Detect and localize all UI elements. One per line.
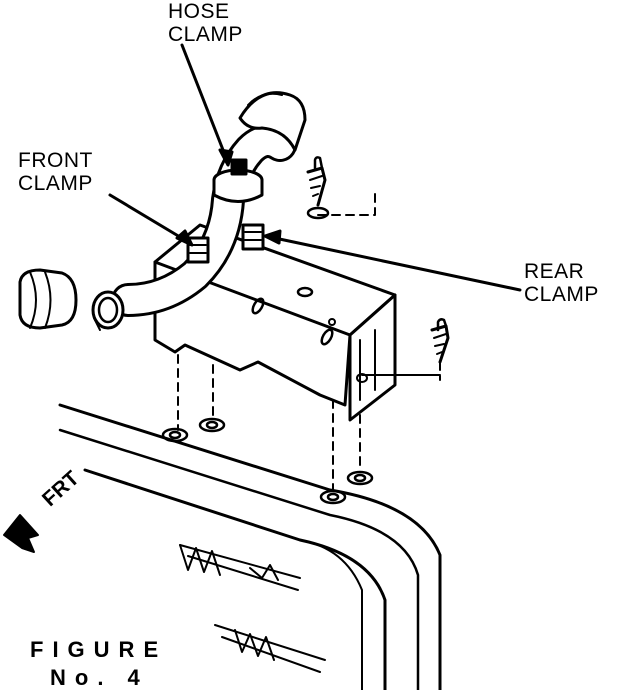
hose-clamp-leader [180,43,227,157]
hose-clamp-arrowhead [218,148,234,167]
alignment-lines [177,189,441,491]
rear-clamp-label: REAR CLAMP [524,260,599,306]
hose [91,91,307,331]
rear-clamp-graphic [241,223,265,251]
rear-clamp-leader [268,235,522,292]
mount-grommets [161,417,374,505]
hose-clamp-label-line1: HOSE [168,0,230,23]
front-clamp-label: FRONT CLAMP [18,149,93,195]
front-direction-arrow [3,514,39,553]
hose-clamp-graphic [212,158,264,203]
figure-caption-line1: FIGURE [30,637,168,662]
hose-clamp-label: HOSE CLAMP [168,0,243,46]
rear-clamp-label-line2: CLAMP [524,283,599,306]
screw-upper [306,156,330,220]
front-clamp-label-line1: FRONT [18,149,93,172]
leader-lines [108,43,522,292]
hose-cap [18,268,78,330]
hose-clamp-label-line2: CLAMP [168,23,243,46]
front-clamp-label-line2: CLAMP [18,172,93,195]
front-clamp-leader [108,193,187,242]
rear-clamp-label-line1: REAR [524,260,585,283]
figure-caption-line2: No. 4 [50,665,149,690]
rear-clamp-arrowhead [263,229,282,245]
figure-caption: FIGURE No. 4 [30,636,167,692]
front-clamp-arrowhead [175,229,194,247]
screw-lower [430,318,450,364]
